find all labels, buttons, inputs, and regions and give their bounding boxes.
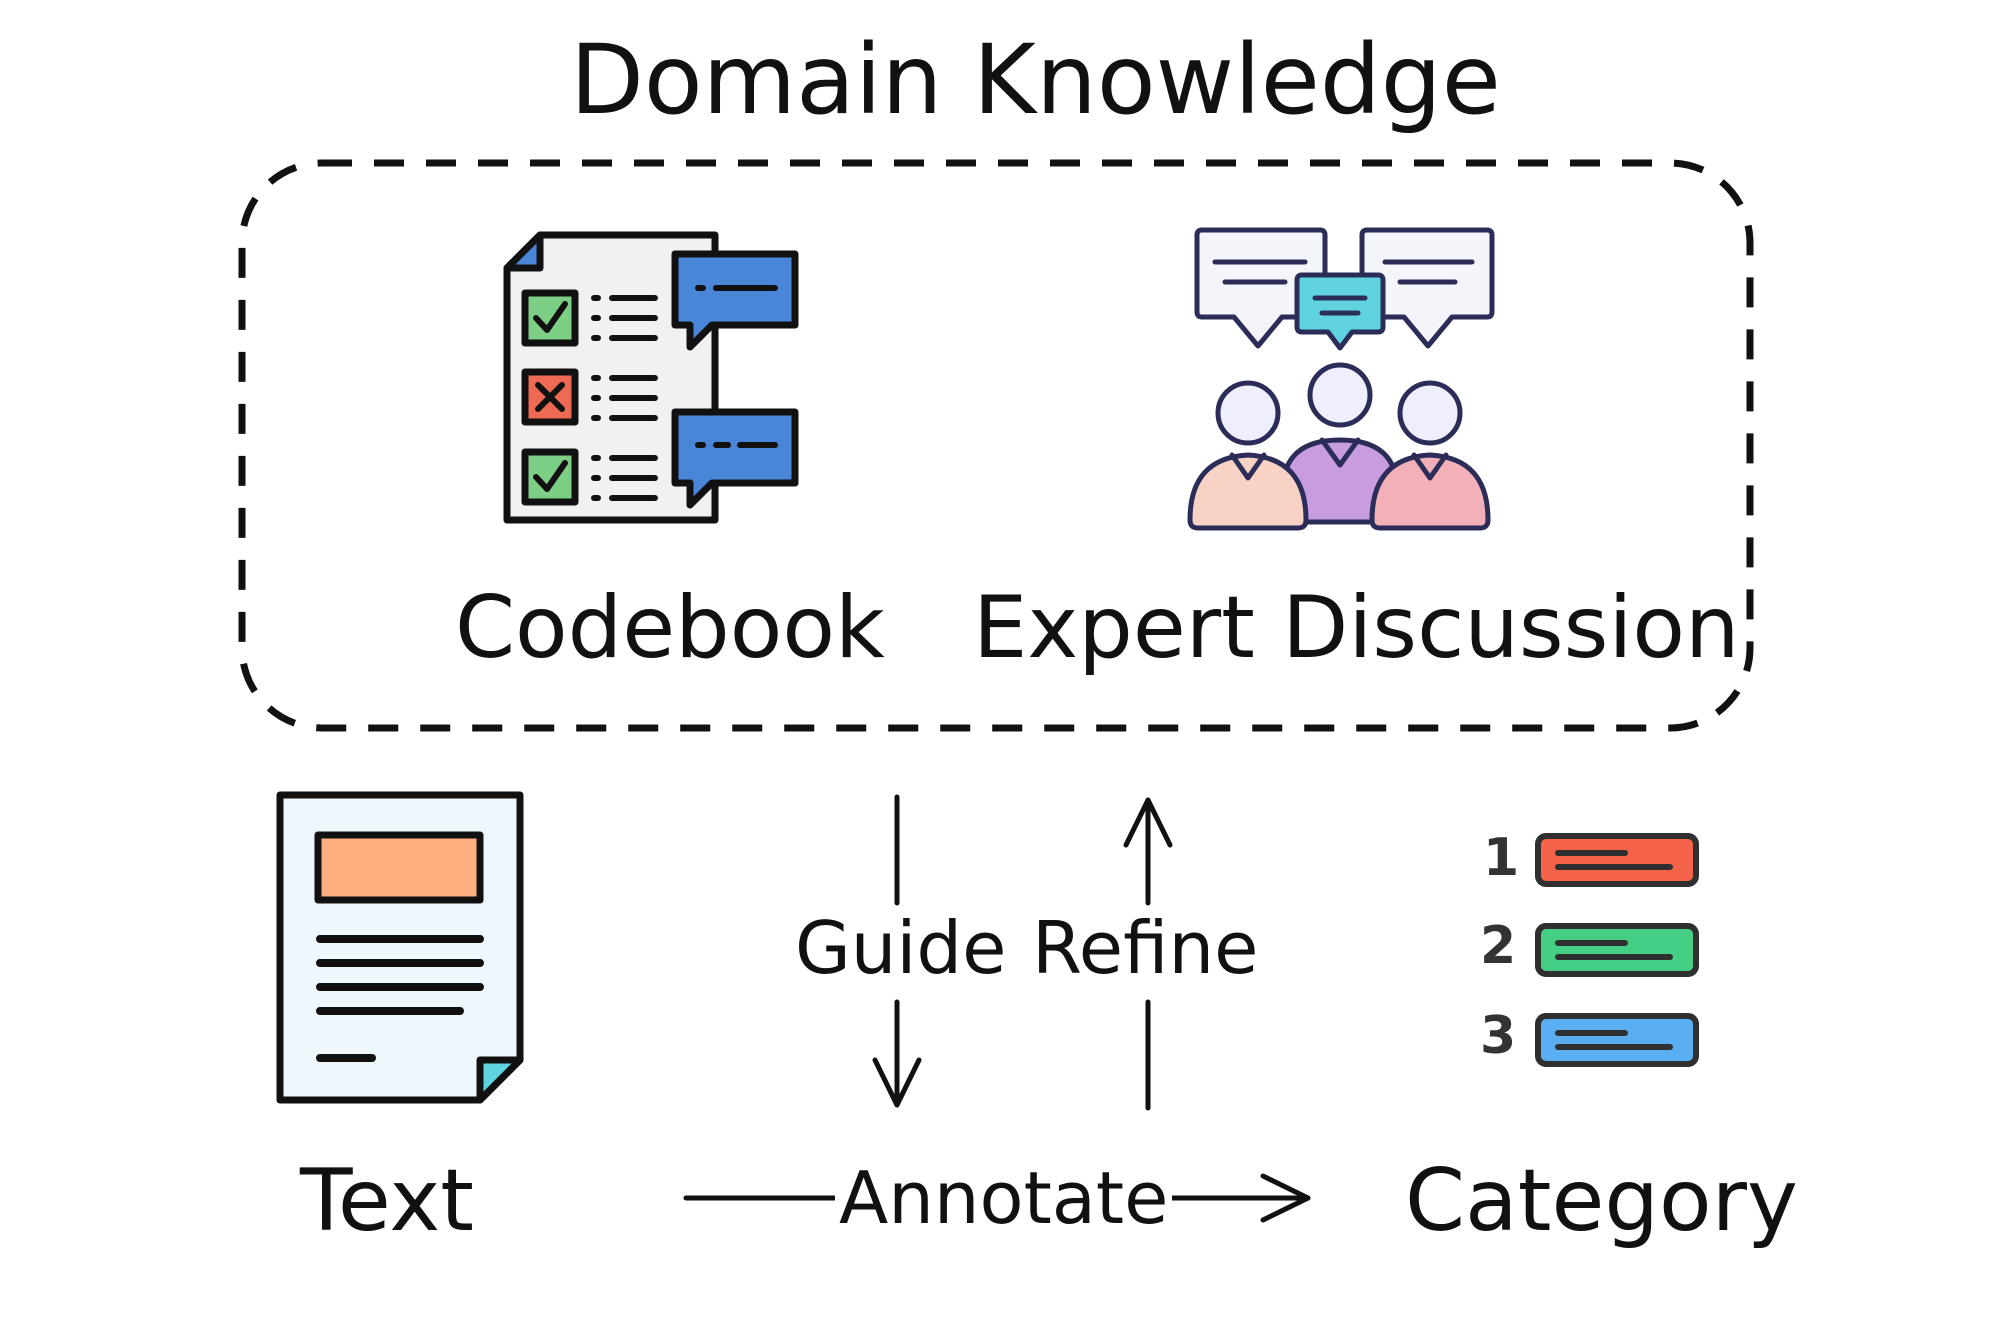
guide-arrow xyxy=(872,999,922,1108)
category-number-1: 1 xyxy=(1483,828,1520,888)
category-number-3: 3 xyxy=(1480,1006,1517,1066)
category-number-2: 2 xyxy=(1480,916,1517,976)
annotate-arrow xyxy=(1157,1173,1311,1223)
guide-label: Guide xyxy=(795,906,1007,990)
refine-arrow xyxy=(1123,797,1173,906)
codebook-label: Codebook xyxy=(455,578,885,678)
category-label: Category xyxy=(1405,1151,1798,1251)
refine-label: Refine xyxy=(1032,906,1259,990)
page-title: Domain Knowledge xyxy=(570,24,1501,136)
annotate-label: Annotate xyxy=(835,1162,1173,1234)
domain-knowledge-frame xyxy=(238,159,1754,732)
text-label: Text xyxy=(300,1151,474,1251)
expert-discussion-label: Expert Discussion xyxy=(973,578,1740,678)
